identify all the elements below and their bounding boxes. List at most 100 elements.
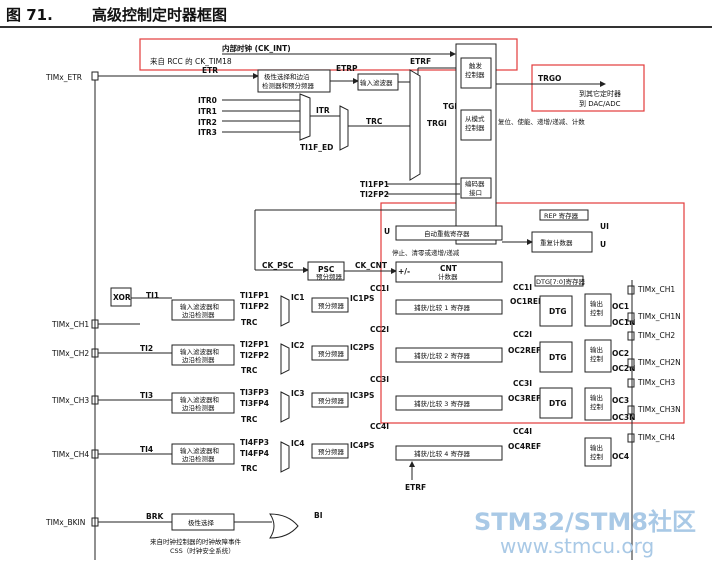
figure-header: 图 71. 高级控制定时器框图: [0, 0, 712, 28]
input-filter-label: 输入滤波器: [360, 78, 393, 87]
trgi-label: TRGI: [427, 119, 447, 128]
reset-enable-label: 复位、使能、递增/递减、计数: [498, 117, 585, 126]
ck-cnt-label: CK_CNT: [355, 261, 388, 270]
ch1-fp-b-label: TI1FP2: [240, 302, 269, 311]
ch2-prescaler-label: 预分频器: [318, 349, 345, 358]
ch1n-out-pin: [627, 312, 635, 322]
polarity-prescaler-line1: 极性选择和边沿: [264, 72, 310, 81]
watermark-url: www.stmcu.org: [500, 534, 654, 558]
ch3-cci-label: CC3I: [370, 375, 389, 384]
ch1-ref-label: OC1REF: [510, 297, 543, 306]
itr0-label: ITR0: [198, 96, 217, 105]
ch2-ocn-label: OC2N: [612, 364, 635, 373]
ch3-prescaler-block: [311, 392, 349, 408]
ti1f-ed-label: TI1F_ED: [300, 143, 333, 152]
itr3-label: ITR3: [198, 128, 217, 137]
ch1-output-line1: 输出: [590, 299, 603, 308]
trgi-mux: [409, 69, 421, 181]
ch2-ref-label: OC2REF: [508, 346, 541, 355]
brk-label: BRK: [146, 512, 164, 521]
rep-counter-label: 重复计数器: [540, 238, 573, 247]
ch4-fp-a-label: TI4FP3: [240, 438, 269, 447]
ch2-ic-label: IC2: [291, 341, 305, 350]
ch4-output-line1: 输出: [590, 443, 603, 452]
ch1-out-label: TIMx_CH1: [637, 285, 675, 294]
ch4-prescaler-label: 预分频器: [318, 447, 345, 456]
ch2-capture-compare-register: [395, 347, 503, 363]
trigger-ctrl-line1: 触发: [469, 61, 483, 70]
ti1fp1-label: TI1FP1: [360, 180, 389, 189]
etrf-bottom-label: ETRF: [405, 483, 426, 492]
trc-mux: [339, 105, 349, 151]
ui-label: UI: [600, 222, 609, 231]
ch3-capture-compare-register: [395, 395, 503, 411]
ch4-ccsig-label: CC4I: [513, 427, 532, 436]
ch2-mux: [280, 343, 290, 375]
itr-mux: [299, 93, 311, 141]
ch2-icps-label: IC2PS: [350, 343, 374, 352]
trigger-controller-block: [460, 57, 492, 89]
ch1-filter-line1: 输入滤波器和: [180, 302, 219, 311]
ch1-dtg-label: DTG: [549, 307, 567, 316]
ch3-out-label: TIMx_CH3: [637, 378, 675, 387]
slave-ctrl-line1: 从模式: [465, 114, 485, 123]
ch3-ccsig-label: CC3I: [513, 379, 532, 388]
ch2-output-control: [584, 339, 612, 373]
ch3-out-pin: [627, 378, 635, 388]
clock-source-label: 来自 RCC 的 CK_TIM18: [150, 56, 232, 66]
ch2n-out-pin: [627, 358, 635, 368]
ch2-cc-label: 捕获/比较 2 寄存器: [414, 351, 470, 360]
ch2-dtg-block: [539, 341, 573, 373]
ch4-fp-b-label: TI4FP4: [240, 449, 269, 458]
clock-fail-line1: 来自时钟控制器的时钟故障事件: [150, 537, 242, 546]
ch1-prescaler-label: 预分频器: [318, 301, 345, 310]
ch3-filter-line2: 边沿检测器: [182, 403, 215, 412]
ch3-fp-b-label: TI3FP4: [240, 399, 269, 408]
ch3-icps-label: IC3PS: [350, 391, 374, 400]
ch3-prescaler-label: 预分频器: [318, 396, 345, 405]
ch1-filter-edge-block: [171, 299, 235, 321]
ck-psc-label: CK_PSC: [262, 261, 294, 270]
trc-label: TRC: [366, 117, 383, 126]
ch4-ref-label: OC4REF: [508, 442, 541, 451]
itr2-label: ITR2: [198, 118, 217, 127]
slave-mode-controller-block: [460, 109, 492, 141]
ch3-ocn-label: OC3N: [612, 413, 635, 422]
dtg-register-label: DTG[7:0]寄存器: [536, 277, 586, 286]
ch1-filter-line2: 边沿检测器: [182, 310, 215, 319]
ch1-output-control: [584, 293, 612, 327]
ch1n-out-label: TIMx_CH1N: [637, 312, 681, 321]
ch3-dtg-block: [539, 387, 573, 419]
slave-ctrl-line2: 控制器: [465, 123, 485, 132]
trgo-dest1: 到其它定时器: [579, 89, 621, 98]
ch2-fp-b-label: TI2FP2: [240, 351, 269, 360]
figure-title: 高级控制定时器框图: [92, 6, 228, 24]
channel-1: TIMx_CH1 TI1 输入滤波器和 边沿检测器 TI1FP1 TI1FP2 …: [51, 283, 681, 329]
dtg-register: [534, 275, 584, 287]
ch4-output-line2: 控制: [590, 452, 604, 461]
ch3-mux: [280, 391, 290, 423]
ch2-filter-line1: 输入滤波器和: [180, 347, 219, 356]
bi-label: BI: [314, 511, 323, 520]
etr-label: ETR: [202, 66, 218, 75]
cnt-block: [395, 261, 503, 283]
watermark-text: STM32/STM8社区: [474, 508, 696, 536]
ch1-cc-label: 捕获/比较 1 寄存器: [414, 303, 470, 312]
ch1-icps-label: IC1PS: [350, 294, 374, 303]
ch4-input-label: TIMx_CH4: [51, 450, 89, 459]
ch3-input-label: TIMx_CH3: [51, 396, 89, 405]
cnt-sublabel: 计数器: [438, 272, 458, 281]
ch3-filter-edge-block: [171, 392, 235, 414]
ch2-oc-label: OC2: [612, 349, 629, 358]
ch1-fp-a-label: TI1FP1: [240, 291, 269, 300]
polarity-prescaler-line2: 检测器和预分频器: [262, 81, 315, 90]
ch4-trc-label: TRC: [241, 464, 258, 473]
ch4-filter-edge-block: [171, 443, 235, 465]
ch4-output-control: [584, 437, 612, 467]
ch3-fp-a-label: TI3FP3: [240, 388, 269, 397]
ch3-cc-label: 捕获/比较 3 寄存器: [414, 399, 470, 408]
ch4-mux: [280, 441, 290, 473]
ch4-icps-label: IC4PS: [350, 441, 374, 450]
channel-2: TIMx_CH2 TI2 输入滤波器和 边沿检测器 TI2FP1 TI2FP2 …: [51, 325, 681, 375]
